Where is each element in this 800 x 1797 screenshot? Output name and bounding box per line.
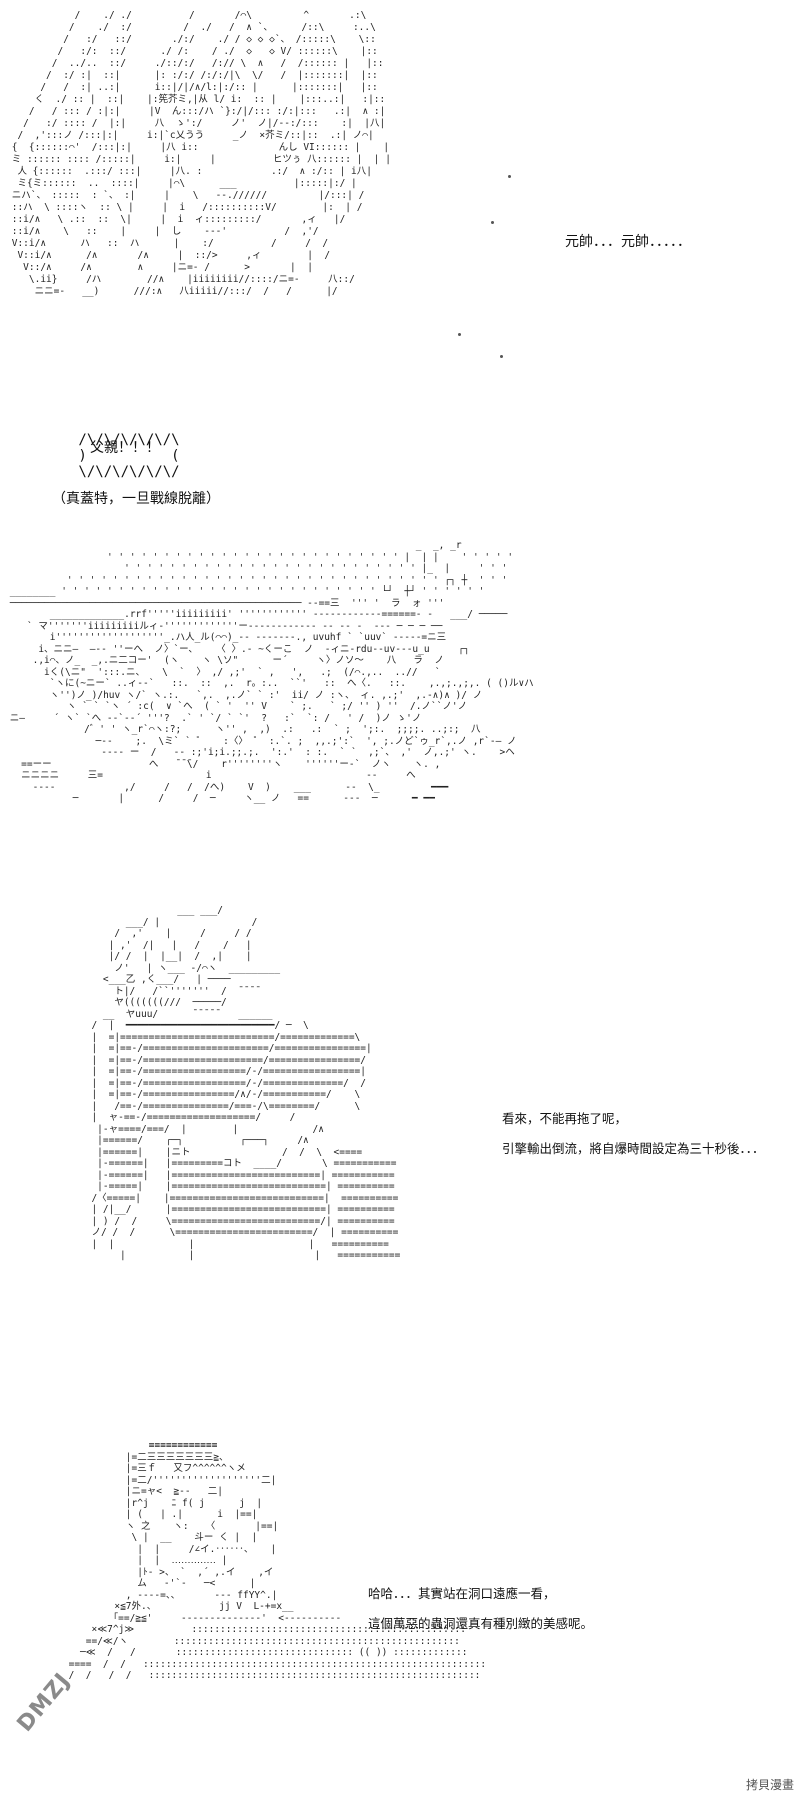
panel-1-mecha-scene: / ./ ./ / /⌒\ ^ .:\ / ./ :/ / ./ / ∧ `、 … [0,0,800,480]
shout-burst-frame: /\/\/\/\/\/\ ) ( \/\/\/\/\/\/ [78,432,180,480]
ascii-art-old-man: ≡≡≡≡≡≡≡≡≡≡≡≡ |=二三三三三三三三≧、 |=三ｆ 又フ^^^^^^ヽ… [68,1440,487,1681]
caption-text: （真蓋特，一旦戰線脫離） [52,491,220,507]
sparkle-dot [508,175,511,178]
dialog-text: 元帥．．．元帥．．．．． [565,234,691,250]
dialog-line-1: 哈哈．．．其實站在洞口遠應一看， [368,1586,556,1601]
ascii-art-ship-wreck: _ _, _r ' ' ' ' ' ' ' ' ' ' ' ' ' ' ' ' … [9,540,534,804]
shout-text: 父親！！！ [90,440,160,456]
ascii-art-mecha-pilot: / ./ ./ / /⌒\ ^ .:\ / ./ :/ / ./ / ∧ `、 … [11,10,391,297]
sparkle-dot [500,355,503,358]
dialog-line-2: 引擎輸出倒流，將自爆時間設定為三十秒後．．． [502,1141,765,1156]
ascii-art-commander: ___ ___/ ___/ | / / ,' | / / / | ,' /| |… [91,905,401,1261]
sparkle-dot [458,333,461,336]
panel-3-commander-scene: ___ ___/ ___/ | / / ,' | / / / | ,' /| |… [0,905,800,1430]
sparkle-dot [491,221,494,224]
watermark-text: 拷貝漫畫 [745,1778,794,1792]
panel-2-ship-scene: _ _, _r ' ' ' ' ' ' ' ' ' ' ' ' ' ' ' ' … [0,540,800,890]
panel-4-old-man-scene: ≡≡≡≡≡≡≡≡≡≡≡≡ |=二三三三三三三三≧、 |=三ｆ 又フ^^^^^^ヽ… [0,1440,800,1797]
dialog-line-2: 這個萬惡的蟲洞還真有種別緻的美感呢。 [368,1616,594,1631]
dialog-line-1: 看來，不能再拖了呢， [502,1111,628,1126]
